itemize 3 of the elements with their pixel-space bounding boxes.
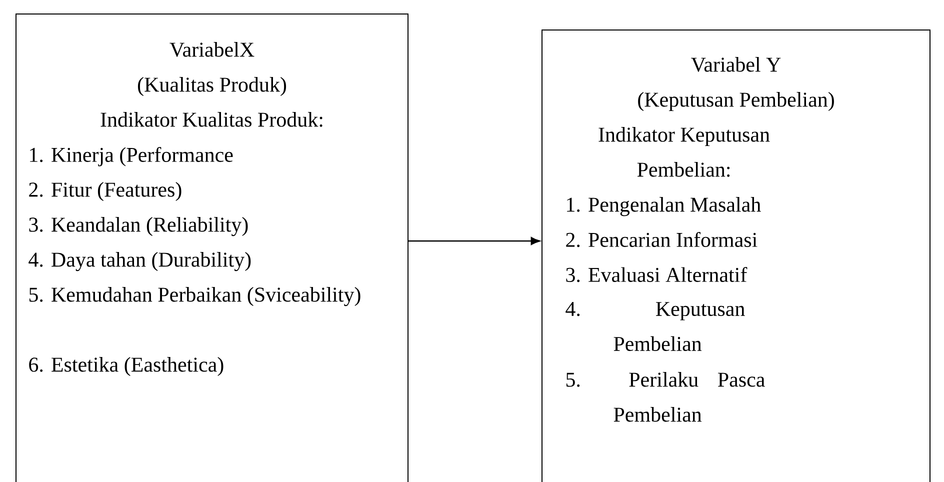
arrow [408, 237, 540, 245]
variable-box: VariabelX (Kualitas Produk) Indikator Kualitas Produk: 1. Kinerja (Performance 2. Fitur (Features) 3. Keandalan (Reliability) 4. Daya tahan (Durability) 5. Kemudahan Perbaikan (Sviceability) 6. Estetika (Easthetica) [16, 14, 408, 482]
variable-box: Variabel Y (Keputusan Pembelian) Indikator Keputusan Pembelian: 1. Pengenalan Masalah 2. Pencarian Informasi 3. Evaluasi Alternatif 4. Keputusan Pembelian 5. Perilaku Pasca Pembelian [542, 30, 931, 482]
